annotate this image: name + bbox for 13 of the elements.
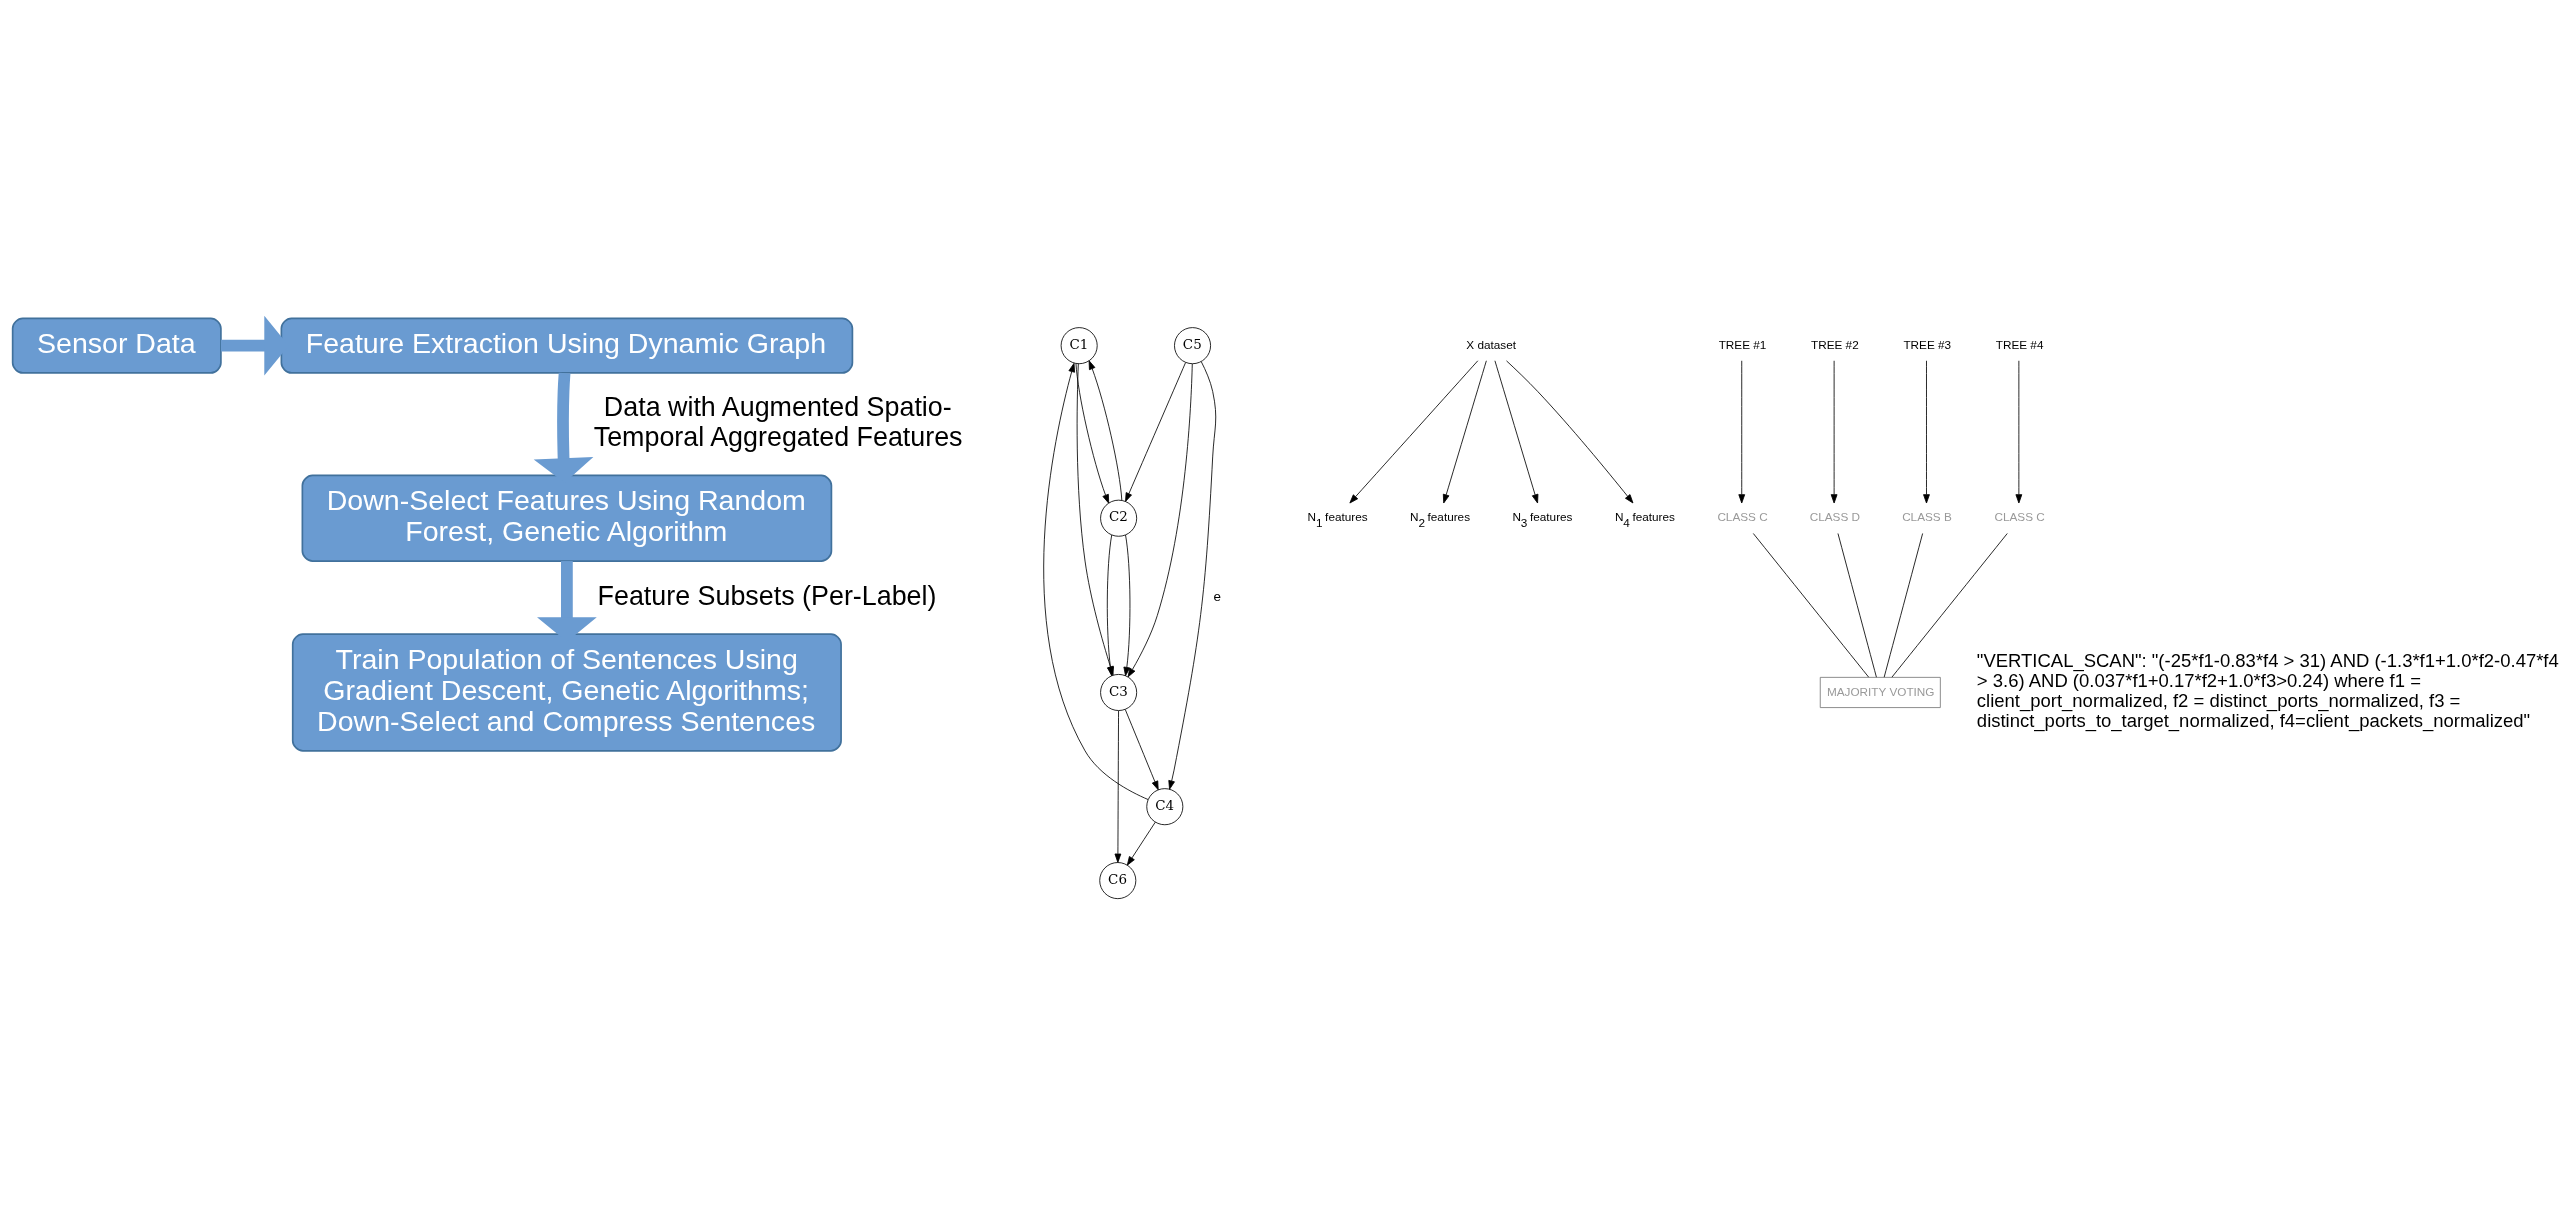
node-text: TREE #1 [1718, 337, 1767, 351]
node-text: TREE #3 [1903, 337, 1952, 351]
node-text: X dataset [1466, 337, 1516, 351]
node-text: TREE #4 [1995, 337, 2044, 351]
label: "VERTICAL_SCAN": "(-25*f1-0.83*f4 > 31) AND (-1.3*f1+1.0*f2-0.47*f4 > 3.6) AND (0.037*f1+0.17*f2+1.0*f3>0.24) where f1 = client_port_normalized, f2 = distinct_ports_normalized, f3 = distinct_ports_to_target_normalized, f4=client_packets_normalized" [1976, 649, 2559, 731]
node-text: CLASS B [1902, 509, 1952, 523]
node-text: CLASS D [1809, 509, 1861, 523]
node-text: CLASS C [1717, 509, 1768, 523]
edge-label: Data with Augmented Spatio-Temporal Aggregated Features [593, 391, 963, 452]
edge-label: e [1213, 588, 1221, 604]
node-text: CLASS C [1994, 509, 2045, 523]
edge-label: Feature Subsets (Per-Label) [597, 580, 937, 611]
node-text: TREE #2 [1811, 337, 1859, 351]
